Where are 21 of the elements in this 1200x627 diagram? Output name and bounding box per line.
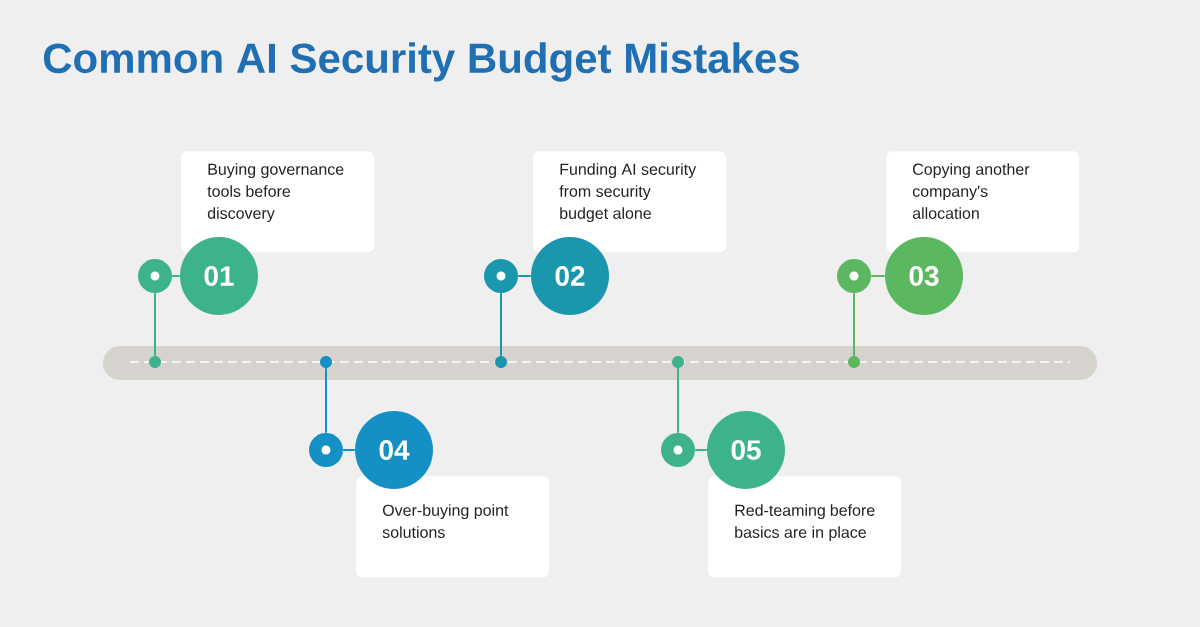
marker-circle — [309, 433, 343, 467]
text-card: Buying governance tools before discovery — [181, 151, 375, 253]
title: Common AI Security Budget Mistakes — [43, 42, 799, 82]
text-card: Copying another company's allocation — [886, 151, 1080, 253]
text-card: Funding AI security from security budget alone — [533, 151, 727, 253]
connector-line — [500, 292, 502, 357]
connector-line — [694, 449, 708, 451]
text-card: Red-teaming before basics are in place — [708, 476, 902, 578]
connector-line — [325, 367, 327, 434]
connector-line — [853, 292, 855, 357]
connector-line — [154, 292, 156, 357]
connector-line — [517, 275, 532, 277]
connector-line — [342, 449, 356, 451]
marker-circle — [138, 259, 172, 293]
connector-line — [171, 275, 181, 277]
text-card: Over-buying point solutions — [356, 476, 550, 578]
marker-circle — [837, 259, 871, 293]
marker-circle — [484, 259, 518, 293]
marker-circle — [661, 433, 695, 467]
connector-line — [677, 367, 679, 434]
connector-line — [870, 275, 886, 277]
